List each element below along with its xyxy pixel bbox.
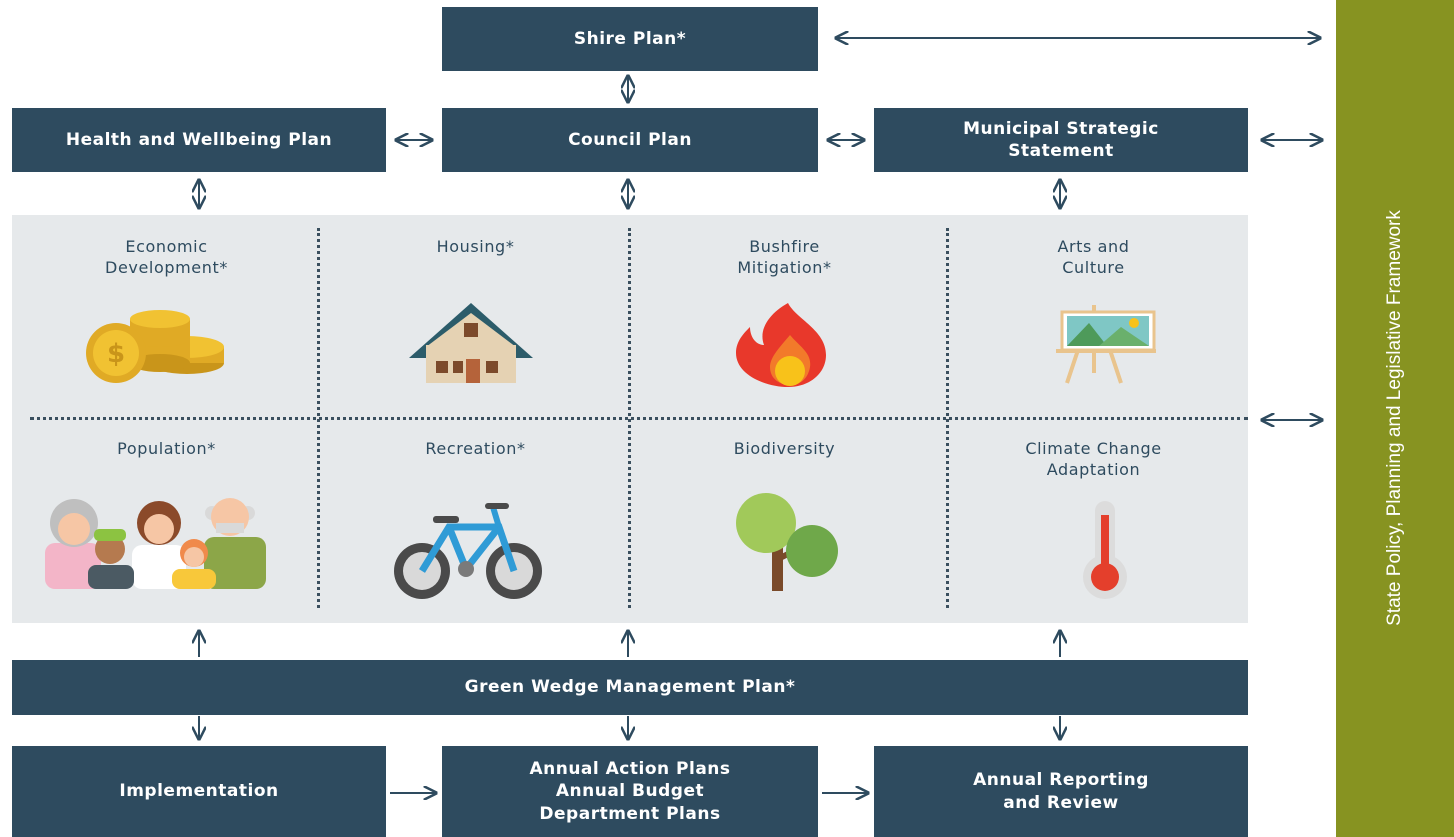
department-plans-label: Department Plans xyxy=(539,803,721,824)
fire-icon xyxy=(736,303,826,387)
grid-cell-housing: Housing* xyxy=(321,215,630,419)
grid-cell-climate-change-adaptation: Climate Change Adaptation xyxy=(939,419,1248,623)
climate-label-line1: Climate Change xyxy=(1025,439,1162,458)
reporting-label-line2: and Review xyxy=(1003,792,1119,813)
grid-cell-recreation: Recreation* xyxy=(321,419,630,623)
shire-plan-box: Shire Plan* xyxy=(442,7,818,71)
green-wedge-management-plan-box: Green Wedge Management Plan* xyxy=(12,660,1248,715)
tree-icon xyxy=(736,493,838,591)
bushfire-label-line2: Mitigation* xyxy=(737,257,832,277)
family-icon xyxy=(45,498,266,589)
health-wellbeing-plan-label: Health and Wellbeing Plan xyxy=(65,129,333,150)
economic-label-line2: Development* xyxy=(105,257,228,277)
state-policy-sidebar xyxy=(1336,0,1454,837)
bushfire-label-line1: Bushfire xyxy=(749,237,820,256)
annual-action-plans-label: Annual Action Plans xyxy=(529,759,731,780)
council-plan-box: Council Plan xyxy=(442,108,818,172)
recreation-label: Recreation* xyxy=(425,439,526,458)
council-plan-label: Council Plan xyxy=(568,129,692,150)
annual-reporting-review-box: Annual Reporting and Review xyxy=(874,746,1248,837)
municipal-label-line2: Statement xyxy=(1008,141,1114,161)
biodiversity-label: Biodiversity xyxy=(733,439,836,458)
economic-label-line1: Economic xyxy=(125,237,208,256)
municipal-strategic-statement-box: Municipal Strategic Statement xyxy=(874,108,1248,172)
bicycle-icon xyxy=(394,503,542,599)
grid-cell-bushfire-mitigation: Bushfire Mitigation* xyxy=(630,215,939,419)
grid-cell-population: Population* xyxy=(12,419,321,623)
easel-icon xyxy=(1056,305,1156,384)
grid-cell-biodiversity: Biodiversity xyxy=(630,419,939,623)
grid-cell-arts-culture: Arts and Culture xyxy=(939,215,1248,419)
implementation-label: Implementation xyxy=(119,781,279,802)
green-wedge-label: Green Wedge Management Plan* xyxy=(464,677,796,698)
reporting-label-line1: Annual Reporting xyxy=(973,770,1149,791)
implementation-box: Implementation xyxy=(12,746,386,837)
house-icon xyxy=(409,303,533,383)
arts-label-line2: Culture xyxy=(1062,257,1125,277)
annual-budget-label: Annual Budget xyxy=(555,781,705,802)
arts-label-line1: Arts and xyxy=(1057,237,1130,256)
population-label: Population* xyxy=(117,439,216,458)
annual-plans-box: Annual Action Plans Annual Budget Depart… xyxy=(442,746,818,837)
shire-plan-label: Shire Plan* xyxy=(573,28,687,49)
grid-divider-horizontal xyxy=(30,417,1248,420)
thermometer-icon xyxy=(1083,501,1127,599)
housing-label: Housing* xyxy=(436,237,515,256)
grid-cell-economic-development: Economic Development* $ xyxy=(12,215,321,419)
health-wellbeing-plan-box: Health and Wellbeing Plan xyxy=(12,108,386,172)
coins-icon: $ xyxy=(86,310,224,383)
municipal-label-line1: Municipal Strategic xyxy=(963,118,1159,139)
climate-label-line2: Adaptation xyxy=(1046,459,1141,479)
svg-text:$: $ xyxy=(107,339,125,369)
